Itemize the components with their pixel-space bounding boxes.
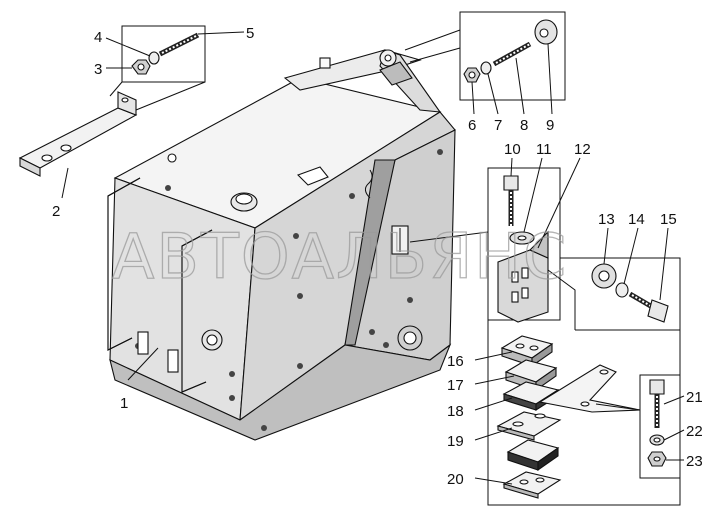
fastener-group-6-9 [404,11,566,101]
bracket-2 [18,91,138,177]
callout-19: 19 [447,433,464,450]
callout-10: 10 [504,141,521,158]
leader-lines [61,31,685,485]
callout-7: 7 [494,117,502,134]
callout-4: 4 [94,29,102,46]
fastener-group-10-12 [409,167,561,323]
callout-22: 22 [686,423,703,440]
callout-15: 15 [660,211,677,228]
callout-8: 8 [520,117,528,134]
callout-21: 21 [686,389,703,406]
fastener-group-3-5 [109,25,206,111]
callout-23: 23 [686,453,703,470]
callout-9: 9 [546,117,554,134]
callout-12: 12 [574,141,591,158]
hinge-plate [391,225,409,255]
callout-1: 1 [120,395,128,412]
fastener-group-13-15 [547,257,681,331]
callout-3: 3 [94,61,102,78]
callout-11: 11 [536,141,552,158]
callout-18: 18 [447,403,464,420]
watermark-text: АВТОАЛЬЯНС [112,220,568,293]
callout-5: 5 [246,25,254,42]
callout-6: 6 [468,117,476,134]
callout-labels: 1 2 3 4 5 6 7 8 9 10 11 12 13 14 15 16 1… [52,25,703,488]
fastener-group-21-23 [595,374,681,479]
callout-16: 16 [447,353,464,370]
callout-14: 14 [628,211,645,228]
callout-13: 13 [598,211,615,228]
callout-17: 17 [447,377,464,394]
callout-20: 20 [447,471,464,488]
plate-stack [487,320,681,506]
callout-2: 2 [52,203,60,220]
tank-handles [107,177,213,393]
